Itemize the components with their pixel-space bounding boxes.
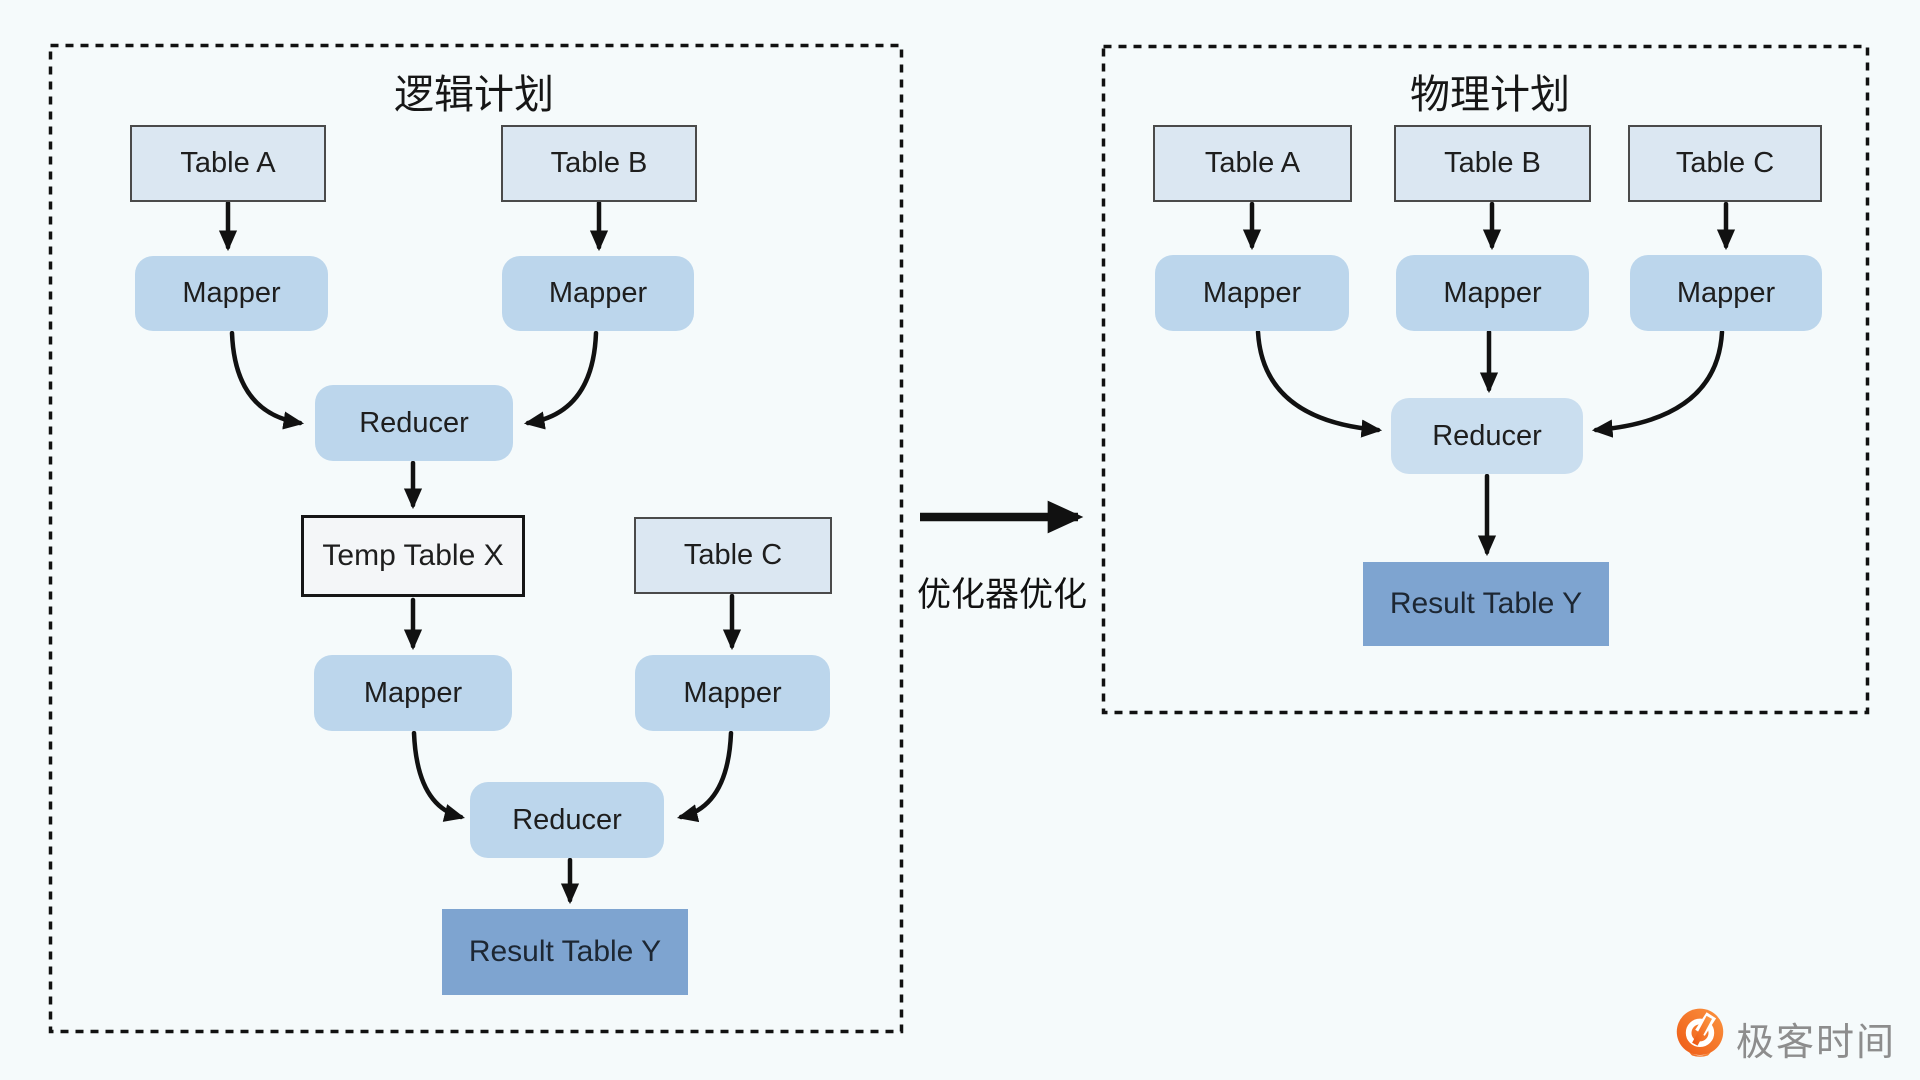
node-label: Reducer [359, 406, 469, 439]
node-label: Result Table Y [1389, 587, 1583, 620]
left-panel-border [48, 43, 904, 1034]
node-right-result-table-y: Result Table Y [1363, 562, 1609, 646]
node-label: Result Table Y [468, 935, 662, 968]
node-label: Reducer [512, 803, 622, 836]
node-label: Table B [550, 147, 648, 179]
node-left-temp-table-x: Temp Table X [301, 515, 525, 597]
brand-watermark: 极客时间 [1674, 1006, 1896, 1070]
node-right-mapper-b: Mapper [1396, 255, 1589, 331]
node-label: Table B [1444, 147, 1541, 179]
node-label: Mapper [182, 277, 281, 309]
geektime-logo-icon [1676, 1008, 1724, 1061]
node-label: Mapper [1202, 276, 1302, 309]
node-label: Table A [1204, 147, 1301, 179]
node-left-table-a: Table A [130, 125, 326, 202]
node-label: Reducer [1432, 419, 1542, 452]
node-right-mapper-a: Mapper [1155, 255, 1349, 331]
left-panel-title: 逻辑计划 [394, 73, 554, 117]
node-left-reducer-1: Reducer [315, 385, 513, 461]
node-label: Mapper [1676, 276, 1776, 309]
right-panel-border [1101, 44, 1870, 715]
brand-name: 极客时间 [1736, 1021, 1897, 1064]
arrow-r-mapper-a-to-reducer [1255, 329, 1383, 438]
node-right-reducer: Reducer [1391, 398, 1583, 474]
node-label: Mapper [1443, 276, 1542, 309]
optimizer-label: 优化器优化 [917, 576, 1087, 614]
node-label: Mapper [363, 676, 463, 709]
arrow-l-mapper-x-to-reducer2 [411, 730, 466, 822]
node-label: Table C [1675, 147, 1775, 179]
arrow-l-mapper-a-to-reducer1 [229, 330, 305, 430]
right-panel-title: 物理计划 [1410, 73, 1570, 117]
arrow-l-mapper-b-to-reducer1 [523, 330, 599, 430]
node-label: Table C [683, 539, 783, 571]
node-left-result-table-y: Result Table Y [442, 909, 688, 995]
node-left-reducer-2: Reducer [470, 782, 664, 858]
node-label: Temp Table X [322, 539, 504, 572]
node-label: Mapper [683, 676, 782, 709]
node-left-mapper-c: Mapper [635, 655, 830, 731]
node-label: Table A [180, 147, 276, 179]
node-right-table-a: Table A [1153, 125, 1352, 202]
node-right-table-b: Table B [1394, 125, 1591, 202]
arrow-l-mapper-c-to-reducer2 [676, 730, 734, 823]
arrow-r-mapper-c-to-reducer [1591, 329, 1725, 438]
node-left-mapper-b: Mapper [502, 256, 694, 331]
node-left-table-b: Table B [501, 125, 697, 202]
node-left-mapper-x: Mapper [314, 655, 512, 731]
node-right-table-c: Table C [1628, 125, 1822, 202]
node-left-mapper-a: Mapper [135, 256, 328, 331]
node-left-table-c: Table C [634, 517, 832, 594]
node-right-mapper-c: Mapper [1630, 255, 1822, 331]
node-label: Mapper [548, 277, 648, 309]
